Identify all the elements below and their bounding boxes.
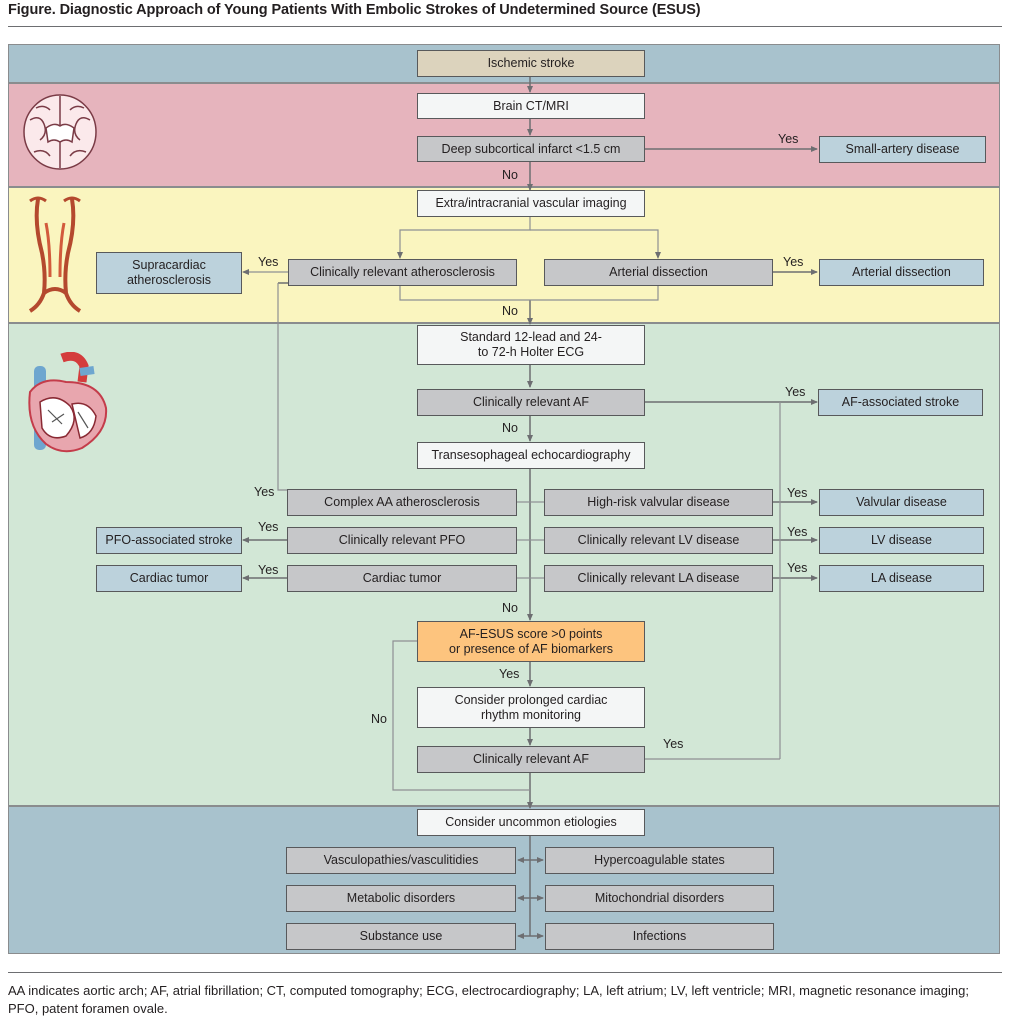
label-no: No [371, 712, 387, 726]
box-ischemic-stroke: Ischemic stroke [417, 50, 645, 77]
label-yes: Yes [783, 255, 804, 269]
label-no: No [502, 601, 518, 615]
label-no: No [502, 168, 518, 182]
box-hypercoagulable: Hypercoagulable states [545, 847, 774, 874]
label-yes: Yes [258, 563, 279, 577]
arteries-illustration [28, 196, 82, 313]
box-clinically-relevant-atherosclerosis: Clinically relevant atherosclerosis [288, 259, 517, 286]
box-high-risk-valvular: High-risk valvular disease [544, 489, 773, 516]
box-clinically-relevant-lv: Clinically relevant LV disease [544, 527, 773, 554]
af-esus-line-1: AF-ESUS score >0 points [459, 626, 603, 641]
box-la-disease: LA disease [819, 565, 984, 592]
label-yes: Yes [787, 486, 808, 500]
label-yes: Yes [663, 737, 684, 751]
supracardiac-label: Supracardiac atherosclerosis [126, 258, 212, 287]
box-clinically-relevant-la: Clinically relevant LA disease [544, 565, 773, 592]
label-yes: Yes [787, 561, 808, 575]
box-arterial-dissection-question: Arterial dissection [544, 259, 773, 286]
box-clinically-relevant-pfo: Clinically relevant PFO [287, 527, 517, 554]
prolonged-line-1: Consider prolonged cardiac [454, 692, 608, 707]
label-yes: Yes [258, 520, 279, 534]
label-no: No [502, 304, 518, 318]
box-cardiac-tumor-question: Cardiac tumor [287, 565, 517, 592]
band-brain [8, 83, 1000, 187]
box-small-artery-disease: Small-artery disease [819, 136, 986, 163]
prolonged-line-2: rhythm monitoring [480, 707, 582, 722]
box-substance-use: Substance use [286, 923, 516, 950]
label-yes: Yes [254, 485, 275, 499]
box-prolonged-monitoring: Consider prolonged cardiac rhythm monito… [417, 687, 645, 728]
box-ecg: Standard 12-lead and 24- to 72-h Holter … [417, 325, 645, 365]
box-tee: Transesophageal echocardiography [417, 442, 645, 469]
flow-connectors [242, 77, 818, 939]
label-yes: Yes [258, 255, 279, 269]
box-clinically-relevant-af-1: Clinically relevant AF [417, 389, 645, 416]
footnote: AA indicates aortic arch; AF, atrial fib… [8, 983, 969, 1016]
label-yes: Yes [778, 132, 799, 146]
box-af-associated-stroke: AF-associated stroke [818, 389, 983, 416]
box-vascular-imaging: Extra/intracranial vascular imaging [417, 190, 645, 217]
box-valvular-disease: Valvular disease [819, 489, 984, 516]
box-uncommon-etiologies: Consider uncommon etiologies [417, 809, 645, 836]
box-infections: Infections [545, 923, 774, 950]
box-brain-ct-mri: Brain CT/MRI [417, 93, 645, 119]
box-cardiac-tumor-result: Cardiac tumor [96, 565, 242, 592]
box-mitochondrial: Mitochondrial disorders [545, 885, 774, 912]
label-no: No [502, 421, 518, 435]
box-clinically-relevant-af-2: Clinically relevant AF [417, 746, 645, 773]
label-yes: Yes [785, 385, 806, 399]
box-supracardiac-atherosclerosis: Supracardiac atherosclerosis [96, 252, 242, 294]
box-arterial-dissection-result: Arterial dissection [819, 259, 984, 286]
box-vasculopathies: Vasculopathies/vasculitidies [286, 847, 516, 874]
heart-illustration [28, 352, 108, 453]
af-esus-line-2: or presence of AF biomarkers [449, 641, 613, 656]
box-complex-aa-atherosclerosis: Complex AA atherosclerosis [287, 489, 517, 516]
brain-illustration [23, 94, 97, 170]
box-deep-subcortical-infarct: Deep subcortical infarct <1.5 cm [417, 136, 645, 162]
box-pfo-associated-stroke: PFO-associated stroke [96, 527, 242, 554]
box-lv-disease: LV disease [819, 527, 984, 554]
label-yes: Yes [787, 525, 808, 539]
label-yes: Yes [499, 667, 520, 681]
title-rule [8, 26, 1002, 27]
box-metabolic: Metabolic disorders [286, 885, 516, 912]
box-af-esus-score: AF-ESUS score >0 points or presence of A… [417, 621, 645, 662]
figure-title: Figure. Diagnostic Approach of Young Pat… [8, 2, 701, 18]
footer-rule [8, 972, 1002, 973]
